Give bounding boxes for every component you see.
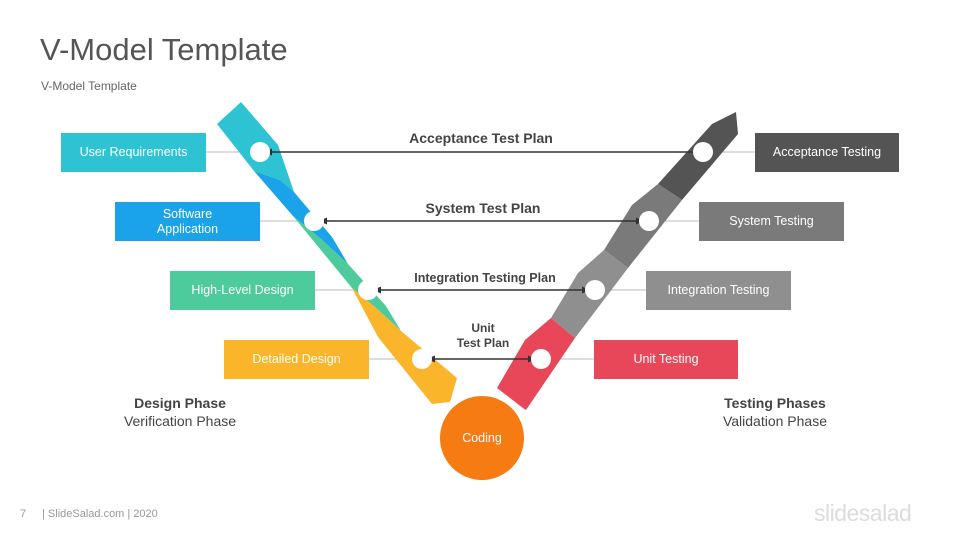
junction-dot: [639, 211, 659, 231]
box-label: High-Level Design: [191, 283, 294, 297]
box-unit-testing: Unit Testing: [594, 340, 738, 379]
coding-label: Coding: [462, 431, 502, 445]
plan-arrows: [264, 148, 703, 363]
footer-text: | SlideSalad.com | 2020: [42, 508, 158, 520]
testing-phase-caption: Testing Phases Validation Phase: [695, 395, 855, 430]
box-user-requirements: User Requirements: [61, 133, 206, 172]
box-label: Acceptance Testing: [772, 145, 882, 159]
box-label: Unit Testing: [633, 352, 699, 366]
box-label: Integration Testing: [667, 283, 770, 297]
design-phase-heading: Design Phase: [134, 395, 226, 411]
box-software-application: Software Application: [115, 202, 260, 241]
chevron-software-application: [254, 171, 348, 264]
page-title: V-Model Template: [40, 32, 288, 67]
junction-dot: [250, 142, 270, 162]
chevron-high-level-design: [293, 216, 401, 331]
plan-label-unit-line1: Unit: [471, 321, 495, 335]
junction-dot: [358, 280, 378, 300]
box-integration-testing: Integration Testing: [646, 271, 791, 310]
box-high-level-design: High-Level Design: [170, 271, 315, 310]
plan-label-system: System Test Plan: [425, 200, 541, 216]
page-number: 7: [20, 508, 27, 520]
box-system-testing: System Testing: [699, 202, 844, 241]
design-phase-caption: Design Phase Verification Phase: [100, 395, 260, 430]
box-detailed-design: Detailed Design: [224, 340, 369, 379]
junction-dot: [585, 280, 605, 300]
page-subtitle: V-Model Template: [41, 79, 137, 93]
design-phase-sub: Verification Phase: [123, 413, 237, 429]
testing-phase-heading: Testing Phases: [724, 395, 826, 411]
box-label: User Requirements: [79, 145, 188, 159]
box-acceptance-testing: Acceptance Testing: [755, 133, 899, 172]
box-label: Detailed Design: [252, 352, 341, 366]
junction-dot: [304, 211, 324, 231]
junction-dot: [412, 349, 432, 369]
box-label: System Testing: [729, 214, 814, 228]
coding-node: Coding: [440, 396, 524, 480]
junction-dot: [693, 142, 713, 162]
box-label: Software Application: [156, 206, 219, 236]
plan-label-unit-line2: Test Plan: [456, 336, 510, 350]
plan-label-acceptance: Acceptance Test Plan: [409, 130, 553, 146]
brand-logo: slidesalad: [814, 500, 912, 526]
chevron-detailed-design: [352, 288, 457, 404]
junction-dots: [250, 142, 713, 369]
plan-label-integration: Integration Testing Plan: [414, 271, 556, 285]
testing-phase-sub: Validation Phase: [722, 413, 828, 429]
junction-dot: [531, 349, 551, 369]
